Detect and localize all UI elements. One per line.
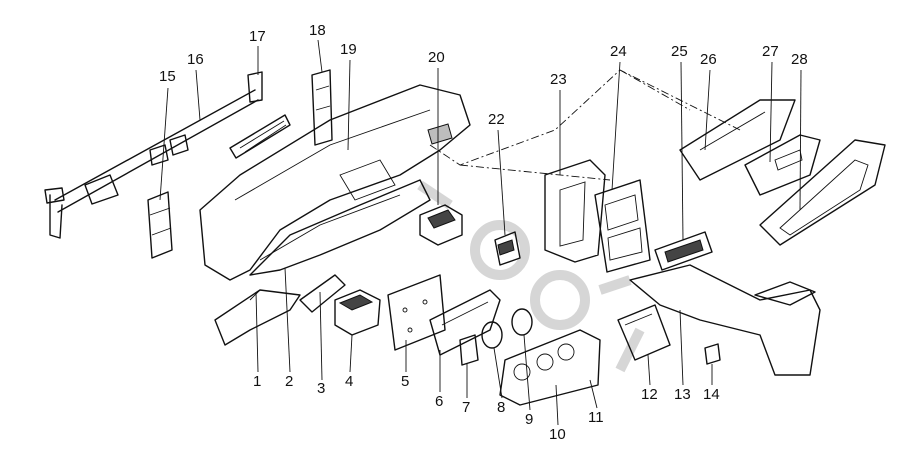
label-8: 8 <box>497 399 505 416</box>
label-23: 23 <box>550 71 567 88</box>
part-28-trim-panel <box>759 139 886 246</box>
label-13: 13 <box>674 386 691 403</box>
part-4-module <box>334 289 381 336</box>
part-7-small-bracket <box>459 334 479 366</box>
label-9: 9 <box>525 411 533 428</box>
label-7: 7 <box>462 399 470 416</box>
part-15-bracket <box>147 191 173 259</box>
label-4: 4 <box>345 373 353 390</box>
label-15: 15 <box>159 68 176 85</box>
part-1-lower-bracket <box>214 289 301 346</box>
label-27: 27 <box>762 43 779 60</box>
part-3-lower-cover <box>299 274 346 313</box>
part-24-bezel <box>594 179 651 273</box>
part-27-door <box>744 134 821 196</box>
label-26: 26 <box>700 51 717 68</box>
label-6: 6 <box>435 393 443 410</box>
label-16: 16 <box>187 51 204 68</box>
label-1: 1 <box>253 373 261 390</box>
part-13-console <box>629 264 821 376</box>
label-12: 12 <box>641 386 658 403</box>
part-16-support-beam <box>44 71 263 239</box>
label-18: 18 <box>309 22 326 39</box>
label-24: 24 <box>610 43 627 60</box>
watermark <box>417 180 645 373</box>
part-8-gauge <box>481 321 503 349</box>
label-19: 19 <box>340 41 357 58</box>
label-5: 5 <box>401 373 409 390</box>
label-3: 3 <box>317 380 325 397</box>
dashboard-panel <box>199 84 471 281</box>
label-25: 25 <box>671 43 688 60</box>
part-20-vent <box>419 204 463 246</box>
label-22: 22 <box>488 111 505 128</box>
label-17: 17 <box>249 28 266 45</box>
part-10-lens <box>499 329 601 406</box>
part-12-ashtray <box>617 304 671 361</box>
part-25-switch-panel <box>654 231 713 271</box>
part-18-bracket <box>311 69 333 146</box>
label-10: 10 <box>549 426 566 443</box>
reference-lines <box>429 69 741 181</box>
part-5-plate <box>387 274 446 351</box>
part-23-center-panel <box>544 159 606 263</box>
label-2: 2 <box>285 373 293 390</box>
part-numbers: 1 2 3 4 5 6 7 8 9 10 11 12 13 14 15 16 1… <box>159 22 808 443</box>
part-6-cluster-housing <box>429 289 501 356</box>
part-26-glove-box <box>679 99 796 181</box>
label-20: 20 <box>428 49 445 66</box>
leader-lines <box>159 39 802 426</box>
part-9-gauge <box>511 308 533 336</box>
label-28: 28 <box>791 51 808 68</box>
part-14-small-switch <box>704 343 721 365</box>
label-14: 14 <box>703 386 720 403</box>
part-22-switch <box>494 231 521 266</box>
label-11: 11 <box>588 409 604 426</box>
part-17-vent-strip <box>229 114 291 159</box>
